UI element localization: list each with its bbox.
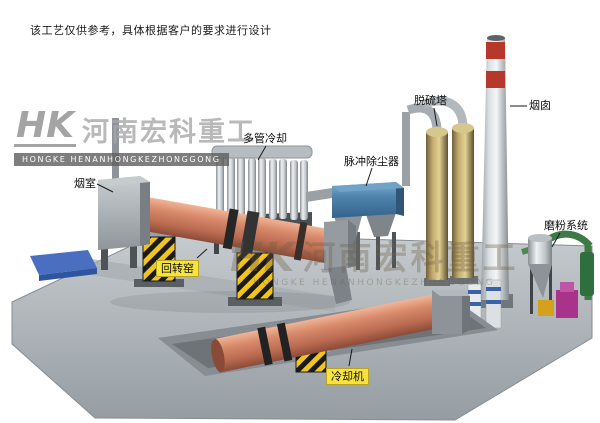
label-chimney: 烟囱 bbox=[529, 99, 551, 112]
label-desulfurization-tower: 脱硫塔 bbox=[414, 94, 447, 107]
label-pulse-dust-collector: 脉冲除尘器 bbox=[344, 155, 399, 168]
chimney-stack bbox=[477, 35, 513, 308]
brand-watermark: HK 河南宏科重工 HONGKE HENANHONGKEZHONGGONG bbox=[14, 105, 257, 167]
smoke-chamber-unit bbox=[98, 118, 150, 270]
cooling-machine-cylinder bbox=[211, 294, 439, 373]
pulse-dust-collector-unit bbox=[332, 182, 404, 270]
label-grinding-system: 磨粉系统 bbox=[544, 219, 588, 232]
label-multi-tube-cooler: 多管冷却 bbox=[243, 132, 287, 145]
brand-hk-logo: HK bbox=[14, 105, 77, 148]
brand-row: HK 河南宏科重工 bbox=[14, 105, 257, 148]
label-rotary-kiln: 回转窑 bbox=[156, 260, 199, 278]
cooler-discharge-box bbox=[432, 290, 470, 334]
brand-name-cn: 河南宏科重工 bbox=[82, 116, 257, 148]
grinding-system-unit bbox=[521, 230, 594, 318]
blue-slab bbox=[30, 250, 97, 281]
brand-name-en: HONGKE HENANHONGKEZHONGGONG bbox=[14, 153, 229, 167]
desulfurization-towers-unit bbox=[402, 96, 478, 286]
label-cooling-machine: 冷却机 bbox=[326, 368, 369, 386]
kiln-discharge-hood bbox=[324, 220, 356, 304]
disclaimer-text: 该工艺仅供参考，具体根据客户的要求进行设计 bbox=[30, 24, 272, 37]
label-smoke-chamber: 烟室 bbox=[74, 177, 96, 190]
callout-lines bbox=[96, 105, 561, 367]
